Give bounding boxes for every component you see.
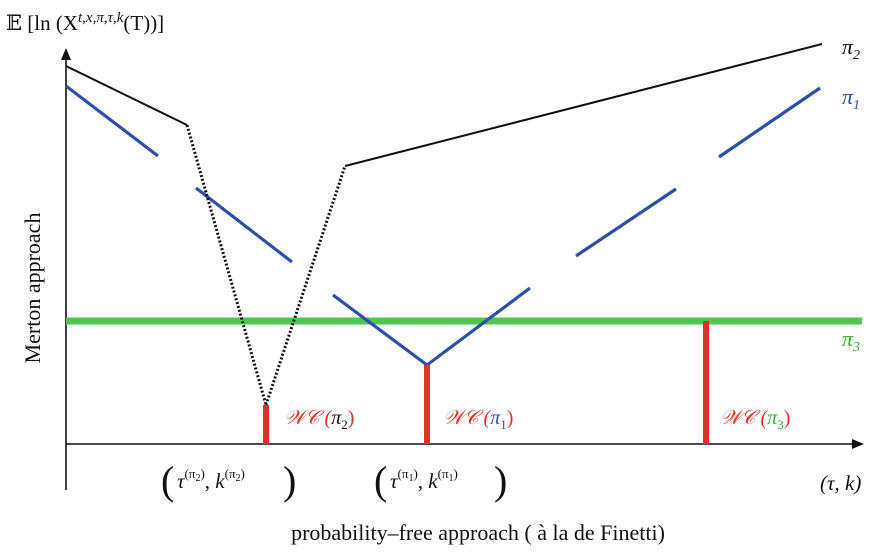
x-tick-pi1-tau-sup: (π <box>398 466 409 481</box>
x-tick-pi1-close: ) <box>494 458 507 503</box>
pi1-segment <box>426 286 531 367</box>
wc-label-pi3: 𝒲𝒞 (π3) <box>720 407 790 432</box>
label-pi3-symbol: π <box>842 326 854 351</box>
pi1-segment <box>195 186 293 264</box>
label-pi2: π2 <box>842 34 860 63</box>
wc-label-pi1-suffix: ) <box>507 407 514 429</box>
x-tick-pi2-k-sup-sub: 2 <box>236 473 241 484</box>
x-tick-pi1: ( τ(π1), k(π1) ) <box>374 458 507 503</box>
wc-label-pi1-sub: 1 <box>500 417 507 432</box>
pi1-segment <box>65 84 159 158</box>
label-pi1-sub: 1 <box>853 98 860 113</box>
wc-label-pi3-suffix: ) <box>784 407 791 429</box>
x-tick-pi2-open: ( <box>161 458 174 503</box>
label-pi3-sub: 3 <box>852 340 860 355</box>
wc-label-pi1-symbol: π <box>490 407 501 429</box>
formula-prefix: 𝔼 [ln (X <box>6 11 78 35</box>
x-tick-pi2-tau: τ <box>177 469 186 493</box>
pi1-segment <box>718 86 821 159</box>
pi1-segment <box>332 293 428 367</box>
x-tick-pi1-k-sup-end: ) <box>454 466 458 481</box>
pi2-solid-left <box>65 65 188 126</box>
wc-label-pi2-prefix: 𝒲𝒞 ( <box>284 407 333 429</box>
pi1-segment <box>575 187 677 258</box>
formula-suffix: (T))] <box>123 11 164 35</box>
y-axis-formula: 𝔼 [ln (Xt,x,π,τ,k(T))] <box>6 10 164 35</box>
x-tick-pi2-k-sup: (π <box>225 466 236 481</box>
wc-label-pi3-symbol: π <box>767 407 778 429</box>
label-pi2-sub: 2 <box>853 48 860 63</box>
formula-superscript: t,x,π,τ,k <box>78 10 124 26</box>
x-tick-pi2-tau-sup: (π <box>185 466 196 481</box>
x-tick-pi1-k-sup: (π <box>438 466 449 481</box>
x-tick-pi1-tau: τ <box>390 469 399 493</box>
wc-label-pi2-symbol: π <box>331 407 342 429</box>
wc-label-pi2-sub: 2 <box>341 417 348 432</box>
x-tick-pi1-k: k <box>428 469 438 493</box>
x-tick-pi1-k-sup-sub: 1 <box>449 473 454 484</box>
pi1-curve <box>65 84 821 367</box>
x-axis-title: probability–free approach ( à la de Fine… <box>291 520 665 545</box>
x-axis-end-label: (τ, k) <box>820 471 861 495</box>
pi2-dotted-down <box>185 124 268 406</box>
x-tick-pi1-body: τ(π1), k(π1) <box>390 466 458 493</box>
wc-label-pi2-suffix: ) <box>348 407 355 429</box>
pi2-curve <box>65 43 823 406</box>
x-tick-pi2-tau-sup-sub: 2 <box>195 473 200 484</box>
x-tick-pi1-tau-sup-sub: 1 <box>408 473 413 484</box>
label-pi3: π3 <box>842 326 860 355</box>
pi2-solid-right <box>344 43 823 167</box>
x-tick-pi2-comma: , <box>205 469 216 493</box>
label-pi1: π1 <box>842 84 860 113</box>
wc-label-pi3-sub: 3 <box>777 417 784 432</box>
wc-label-pi2: 𝒲𝒞 (π2) <box>284 407 354 432</box>
label-pi1-symbol: π <box>842 84 854 109</box>
y-axis-title: Merton approach <box>20 213 45 364</box>
wc-label-pi1: 𝒲𝒞 (π1) <box>443 407 513 432</box>
x-tick-pi2-body: τ(π2), k(π2) <box>177 466 245 493</box>
x-tick-pi2-close: ) <box>283 458 296 503</box>
x-tick-pi2-k: k <box>215 469 225 493</box>
pi2-dotted-up <box>264 165 347 406</box>
x-tick-pi1-comma: , <box>418 469 429 493</box>
x-tick-pi1-tau-sup-end: ) <box>413 466 417 481</box>
x-tick-pi2: ( τ(π2), k(π2) ) <box>161 458 296 503</box>
x-tick-pi2-tau-sup-end: ) <box>200 466 204 481</box>
wc-label-pi1-prefix: 𝒲𝒞 ( <box>443 407 492 429</box>
wc-label-pi3-prefix: 𝒲𝒞 ( <box>720 407 769 429</box>
label-pi2-symbol: π <box>842 34 854 59</box>
x-tick-pi1-open: ( <box>374 458 387 503</box>
x-tick-pi2-k-sup-end: ) <box>241 466 245 481</box>
